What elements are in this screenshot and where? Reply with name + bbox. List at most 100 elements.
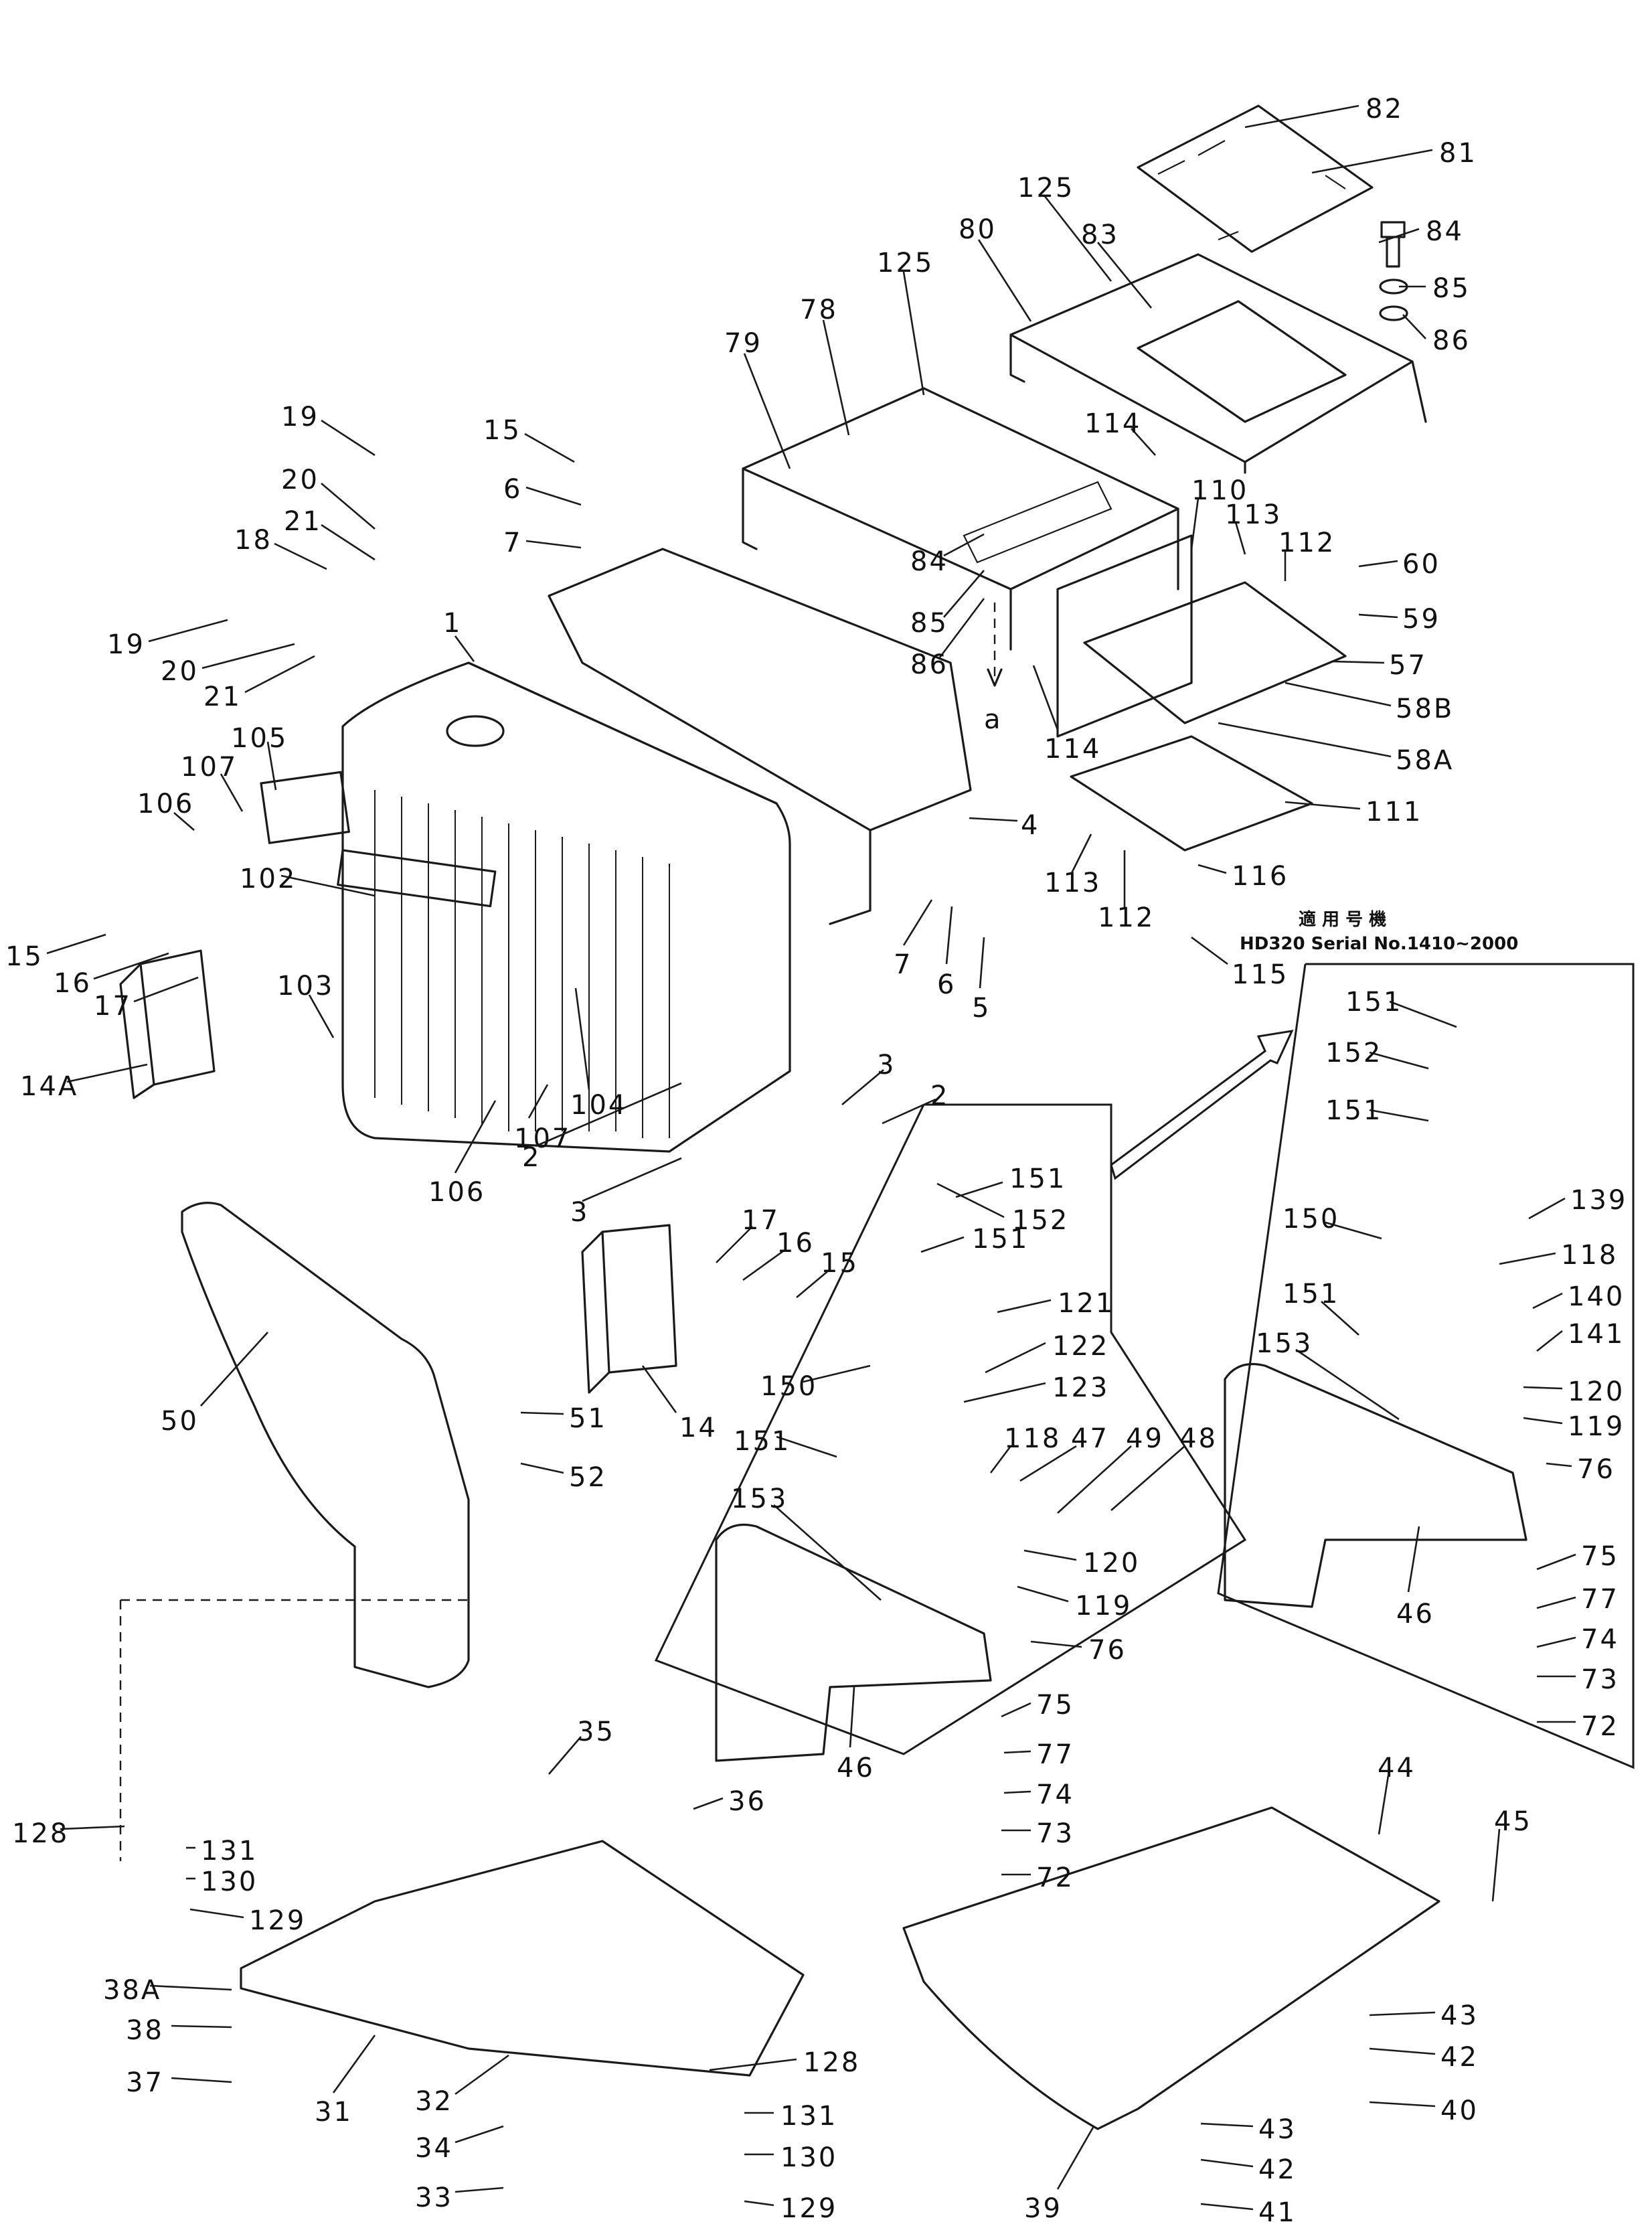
callout-113: 113	[1044, 834, 1099, 898]
callout-105: 105	[231, 723, 286, 791]
callout-84: 84	[1378, 216, 1464, 247]
part-number-label: 81	[1439, 138, 1477, 169]
part-number-label: 106	[137, 789, 194, 819]
part-number-label: 112	[1098, 902, 1155, 933]
part-number-label: 52	[569, 1462, 607, 1493]
leader-line	[977, 239, 1032, 322]
callout-72: 72	[1537, 1711, 1617, 1742]
leader-line	[920, 1236, 965, 1253]
leader-line	[985, 1342, 1046, 1374]
leader-line	[1369, 1109, 1429, 1122]
leader-line	[321, 524, 376, 561]
part-number-label: 18	[234, 525, 272, 556]
leader-line	[321, 483, 376, 530]
part-number-label: 141	[1568, 1319, 1625, 1350]
part-number-label: 14	[679, 1413, 718, 1443]
callout-112: 112	[1278, 528, 1333, 581]
part-number-label: 40	[1440, 2095, 1479, 2126]
part-number-label: 78	[800, 295, 838, 325]
callout-125: 125	[877, 248, 932, 396]
view-marker-label: a	[984, 704, 1003, 735]
leader-line	[46, 933, 106, 955]
callout-102: 102	[240, 864, 376, 897]
leader-line	[902, 271, 925, 396]
part-number-label: 19	[107, 629, 145, 660]
callout-73: 73	[1001, 1818, 1072, 1849]
leader-line	[1234, 522, 1246, 555]
leader-line	[1321, 1301, 1359, 1336]
leader-line	[321, 419, 376, 457]
callout-37: 37	[126, 2067, 232, 2098]
callout-42: 42	[1200, 2154, 1297, 2185]
leader-line	[582, 1157, 682, 1202]
part-number-label: 86	[1432, 325, 1471, 356]
part-number-label: 128	[803, 2047, 860, 2078]
leader-line	[1191, 936, 1228, 965]
leader-line	[1003, 1790, 1031, 1794]
leader-line	[520, 1411, 564, 1415]
callout-103: 103	[277, 971, 335, 1038]
callout-151: 151	[1283, 1279, 1359, 1336]
leader-line	[1023, 1549, 1077, 1561]
leader-line	[1369, 2047, 1436, 2055]
leader-line	[963, 1382, 1046, 1403]
callout-129: 129	[744, 2193, 835, 2222]
part-number-label: 85	[1432, 273, 1471, 304]
leader-line	[1523, 1386, 1563, 1390]
callout-15: 15	[796, 1248, 857, 1298]
control-inset-frame	[654, 1103, 1247, 1755]
leader-line	[1285, 682, 1392, 707]
leader-line	[1369, 2011, 1436, 2016]
callout-16: 16	[54, 952, 169, 999]
view-arrow-a	[987, 603, 1003, 687]
leader-line	[171, 2025, 232, 2029]
part-number-label: 153	[1256, 1328, 1313, 1359]
part-number-label: 49	[1126, 1423, 1164, 1454]
callout-80: 80	[959, 214, 1032, 322]
callout-58B: 58B	[1285, 682, 1452, 724]
callout-106: 106	[137, 789, 195, 831]
part-number-label: 42	[1258, 2154, 1297, 2185]
leader-line	[841, 1069, 884, 1105]
leader-line	[1200, 2158, 1254, 2168]
leader-line	[308, 994, 335, 1038]
callout-40: 40	[1369, 2095, 1479, 2126]
part-number-label: 74	[1581, 1624, 1619, 1655]
part-number-label: 118	[1561, 1240, 1618, 1271]
callout-51: 51	[520, 1403, 605, 1434]
part-number-label: 140	[1568, 1281, 1625, 1312]
callout-151: 151	[1345, 987, 1457, 1028]
leader-line	[1030, 1640, 1082, 1648]
callout-14A: 14A	[20, 1063, 148, 1102]
callout-85: 85	[910, 570, 985, 639]
part-number-label: 84	[1426, 216, 1464, 247]
leader-line	[266, 741, 277, 791]
part-number-label: 129	[249, 1905, 306, 1936]
callout-19: 19	[107, 619, 228, 660]
part-number-label: 122	[1052, 1331, 1109, 1362]
leader-line	[1378, 228, 1420, 244]
callout-15: 15	[483, 415, 575, 463]
part-number-label: 38A	[103, 1975, 161, 2006]
part-number-label: 152	[1012, 1205, 1069, 1236]
callout-75: 75	[1536, 1541, 1617, 1572]
callout-131: 131	[744, 2101, 835, 2132]
leader-line	[1358, 560, 1398, 568]
part-number-label: 6	[503, 474, 522, 505]
callout-106: 106	[428, 1100, 497, 1208]
leader-line	[1003, 1750, 1031, 1754]
part-number-label: 77	[1036, 1739, 1074, 1770]
part-number-label: 33	[415, 2183, 453, 2213]
part-number-label: 130	[201, 1867, 258, 1897]
leader-line	[1546, 1462, 1572, 1467]
part-number-label: 46	[1396, 1599, 1434, 1630]
callout-38: 38	[126, 2015, 232, 2046]
part-number-label: 151	[1283, 1279, 1339, 1310]
callout-78: 78	[800, 295, 850, 436]
leader-line	[1043, 195, 1112, 282]
callout-36: 36	[693, 1786, 764, 1817]
callout-104: 104	[570, 987, 625, 1121]
callout-119: 119	[1523, 1411, 1623, 1442]
leader-line	[524, 432, 575, 463]
callout-59: 59	[1358, 604, 1438, 635]
